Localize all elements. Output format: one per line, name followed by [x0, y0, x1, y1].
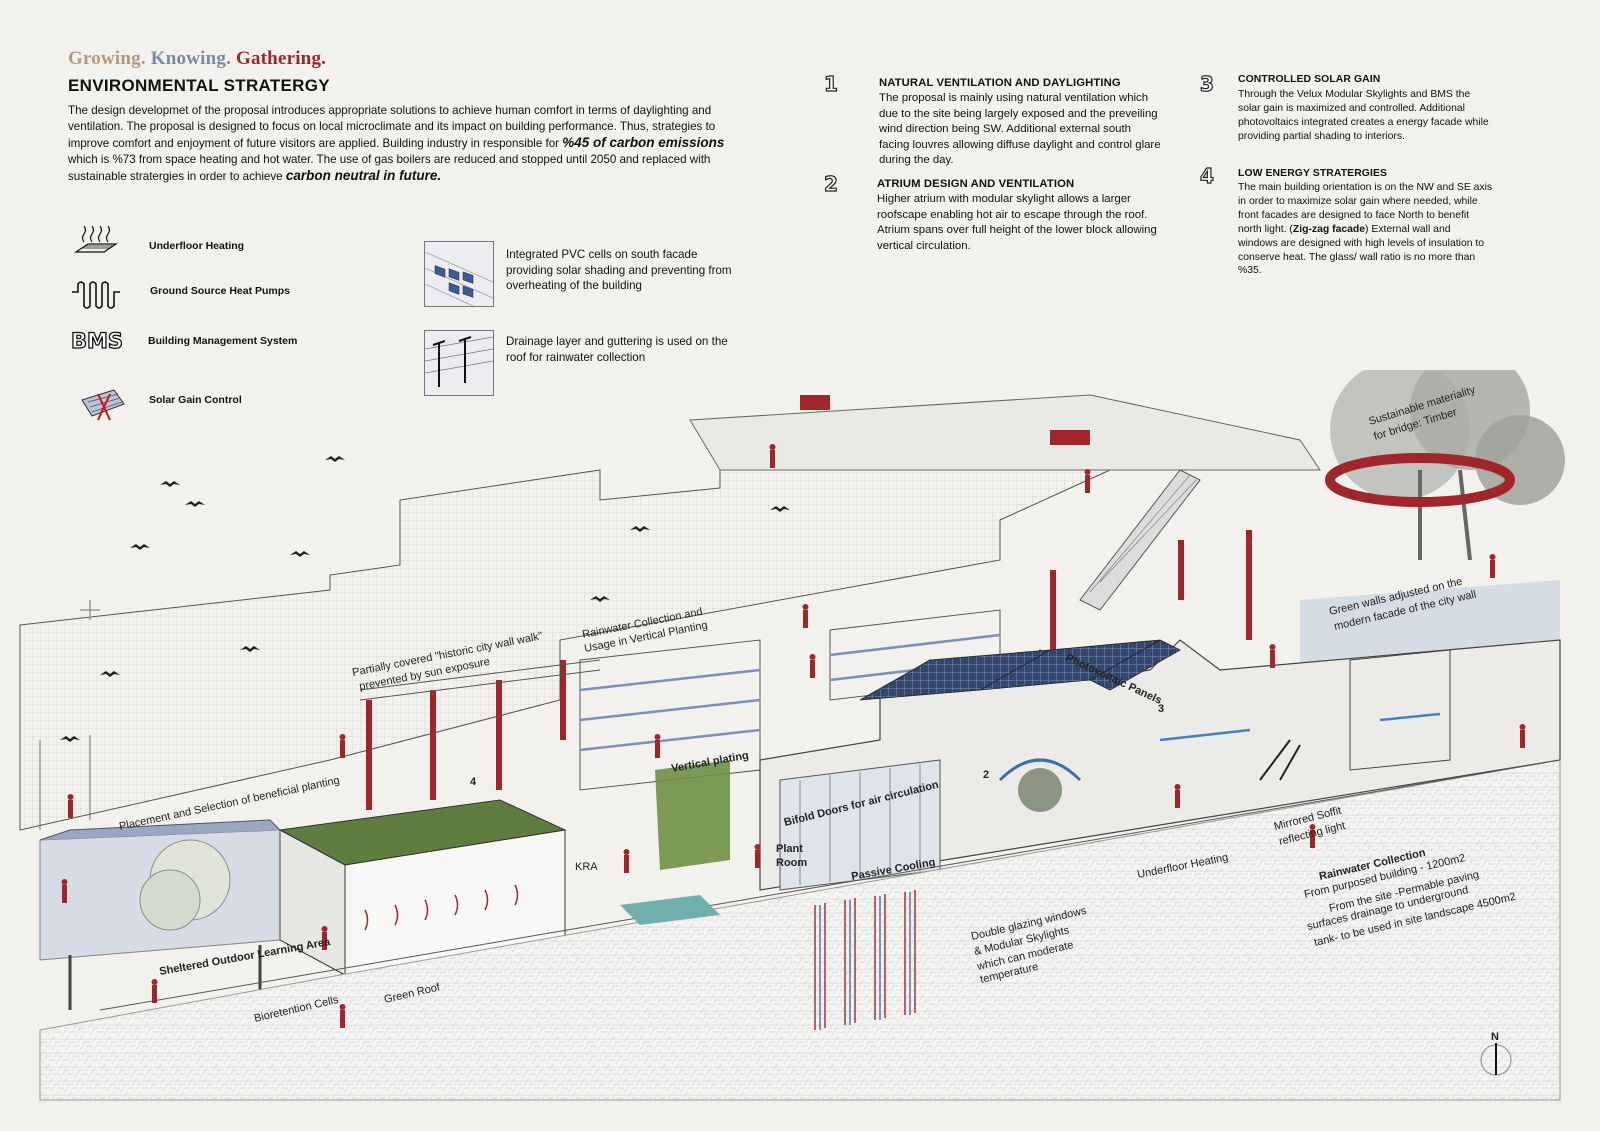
- drainage-roof-thumbnail: [424, 330, 494, 396]
- intro-emphasis-2: carbon neutral in future.: [285, 168, 442, 183]
- strategy-3-title: CONTROLLED SOLAR GAIN: [1238, 74, 1381, 85]
- green-roof-block: [278, 799, 567, 976]
- tagline-gathering: Gathering.: [235, 48, 327, 69]
- tagline-growing: Growing.: [68, 48, 146, 69]
- strategy-4-body: The main building orientation is on the …: [1238, 181, 1493, 278]
- page-title: ENVIRONMENTAL STRATERGY: [68, 76, 330, 95]
- legend-solar-label: Solar Gain Control: [149, 394, 242, 406]
- strategy-1-body: The proposal is mainly using natural ven…: [879, 92, 1161, 166]
- marker-3: 3: [1158, 703, 1164, 715]
- north-label: N: [1491, 1031, 1499, 1043]
- bms-icon: BMS: [70, 328, 124, 353]
- drainage-description: Drainage layer and guttering is used on …: [506, 335, 728, 364]
- legend-underfloor-label: Underfloor Heating: [149, 240, 245, 252]
- strategy-4-number: 4: [1199, 163, 1214, 188]
- strategy-3-body: Through the Velux Modular Skylights and …: [1238, 89, 1489, 142]
- underfloor-heating-icon: [74, 225, 118, 253]
- main-building-section: [759, 639, 1561, 891]
- label-plant-room: Plant: [776, 843, 803, 855]
- marker-2: 2: [983, 769, 989, 781]
- marker-4: 4: [470, 776, 477, 788]
- sheltered-learning-area: [39, 819, 281, 1010]
- pv-roof-3: [1089, 639, 1181, 691]
- people: [61, 444, 1526, 1028]
- label-kra-sign: KRA: [575, 861, 598, 873]
- water-pool: [620, 895, 720, 925]
- intro-text-2: which is %73 from space heating and hot …: [68, 153, 711, 183]
- strategy-4-body-2: ) External wall and windows are designed…: [1238, 223, 1485, 277]
- intro-paragraph: The design developmet of the proposal in…: [68, 103, 738, 185]
- tagline: Growing. Knowing. Gathering.: [68, 48, 326, 70]
- label-plant-room-2: Room: [776, 857, 807, 869]
- pvc-description: Integrated PVC cells on south facade pro…: [506, 248, 732, 292]
- strategy-4-title: LOW ENERGY STRATERGIES: [1238, 168, 1388, 179]
- tagline-knowing: Knowing.: [150, 48, 232, 69]
- axonometric-section-drawing: Partially covered "historic city wall wa…: [19, 370, 1565, 1101]
- legend-gshp-label: Ground Source Heat Pumps: [150, 285, 291, 297]
- strategy-2-number: 2: [823, 171, 838, 196]
- strategy-3-number: 3: [1199, 71, 1214, 96]
- intro-emphasis-1: %45 of carbon emissions: [562, 135, 725, 150]
- upper-bridge: [689, 394, 1321, 471]
- ground-heat-pipes: [814, 890, 916, 1030]
- solar-gain-control-icon: [81, 389, 125, 421]
- tree: [1325, 370, 1565, 561]
- strategy-4-body-1: The main building orientation is on the …: [1238, 182, 1493, 235]
- strategy-1-number: 1: [823, 71, 838, 96]
- birds: [60, 456, 790, 742]
- legend-bms-label: Building Management System: [148, 335, 298, 347]
- strategy-2-body: Higher atrium with modular skylight allo…: [877, 193, 1157, 252]
- ground-paving: [39, 759, 1561, 1101]
- north-arrow: N: [1480, 1031, 1512, 1076]
- red-columns: [366, 530, 1252, 810]
- intro-text-1: The design developmet of the proposal in…: [68, 104, 716, 150]
- vertical-green-wall: [655, 760, 730, 870]
- pvc-facade-thumbnail: [424, 241, 494, 307]
- ground-source-heat-pump-icon: [72, 281, 120, 309]
- strategy-2-title: ATRIUM DESIGN AND VENTILATION: [877, 178, 1075, 190]
- strategy-1-title: NATURAL VENTILATION AND DAYLIGHTING: [879, 77, 1121, 89]
- strategy-4-body-bold: Zig-zag facade: [1292, 223, 1366, 235]
